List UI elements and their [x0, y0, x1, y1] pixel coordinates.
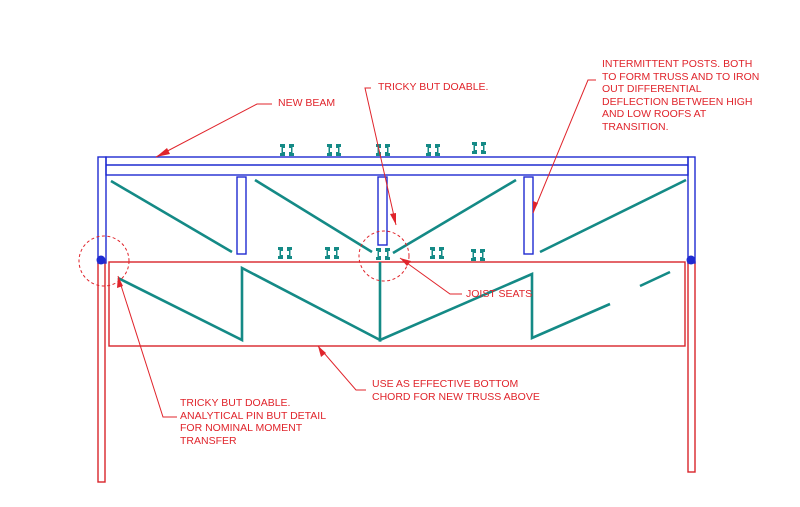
- annotation-bottom-chord: USE AS EFFECTIVE BOTTOM CHORD FOR NEW TR…: [372, 378, 540, 403]
- new-truss-web: [110, 178, 687, 255]
- leader-bottom-chord: [317, 345, 366, 391]
- note-line: NEW BEAM: [278, 97, 336, 109]
- joist-seat: [325, 247, 339, 259]
- new-beam: [105, 156, 689, 176]
- joist-seat: [426, 144, 440, 156]
- annotation-joist-seats: JOIST SEATS: [466, 288, 532, 301]
- leader-joist-seats: [399, 257, 462, 295]
- left-column: [97, 261, 106, 483]
- leader-tricky-pin: [117, 275, 177, 418]
- annotation-new-beam: NEW BEAM: [278, 97, 335, 110]
- intermittent-post-3: [523, 176, 534, 255]
- intermittent-post-2: [377, 176, 388, 246]
- left-pin-detail-circle: [78, 235, 130, 287]
- left-end-post: [97, 156, 107, 264]
- note-line: FOR NOMINAL MOMENT: [180, 422, 303, 434]
- joist-seat: [472, 142, 486, 154]
- note-line: USE AS EFFECTIVE BOTTOM: [372, 378, 519, 390]
- leader-tricky-top: [364, 87, 397, 226]
- note-line: TRICKY BUT DOABLE.: [378, 81, 489, 93]
- note-line: OUT DIFFERENTIAL: [602, 83, 702, 95]
- left-pin-node: [96, 255, 106, 265]
- new-truss: [97, 156, 696, 264]
- note-line: AND LOW ROOFS AT: [602, 108, 707, 120]
- note-line: TRICKY BUT DOABLE.: [180, 397, 291, 409]
- joist-seat: [280, 144, 294, 156]
- leader-intermittent-posts: [532, 79, 596, 214]
- joist-seat: [430, 247, 444, 259]
- joist-seats-upper: [280, 142, 486, 156]
- note-line: CHORD FOR NEW TRUSS ABOVE: [372, 390, 540, 403]
- note-line: DEFLECTION BETWEEN HIGH: [602, 95, 753, 108]
- joist-seat: [278, 247, 292, 259]
- right-column: [687, 261, 696, 473]
- joist-seat: [471, 249, 485, 261]
- annotation-tricky-top: TRICKY BUT DOABLE.: [378, 81, 488, 94]
- note-line: TRANSITION.: [602, 120, 669, 133]
- center-joist-detail-circle: [358, 230, 410, 282]
- joist-seats-lower: [278, 247, 485, 261]
- existing-truss-outline: [108, 261, 686, 347]
- note-line: TO FORM TRUSS AND TO IRON: [602, 70, 760, 83]
- note-line: INTERMITTENT POSTS. BOTH: [602, 58, 753, 70]
- leader-new-beam: [155, 103, 272, 158]
- right-pin-node: [686, 255, 696, 265]
- annotation-tricky-pin: TRICKY BUT DOABLE. ANALYTICAL PIN BUT DE…: [180, 397, 326, 447]
- note-line: TRANSFER: [180, 434, 237, 447]
- note-line: ANALYTICAL PIN BUT DETAIL: [180, 409, 327, 422]
- note-line: JOIST SEATS: [466, 288, 533, 300]
- leaders: [117, 79, 596, 418]
- existing-truss: [97, 261, 696, 483]
- existing-truss-web: [117, 262, 671, 343]
- arrowheads: [117, 148, 538, 357]
- intermittent-post-1: [236, 176, 247, 255]
- annotation-intermittent-posts: INTERMITTENT POSTS. BOTH TO FORM TRUSS A…: [602, 58, 759, 133]
- joist-seat: [327, 144, 341, 156]
- joist-seat: [376, 248, 390, 260]
- right-end-post: [687, 156, 696, 264]
